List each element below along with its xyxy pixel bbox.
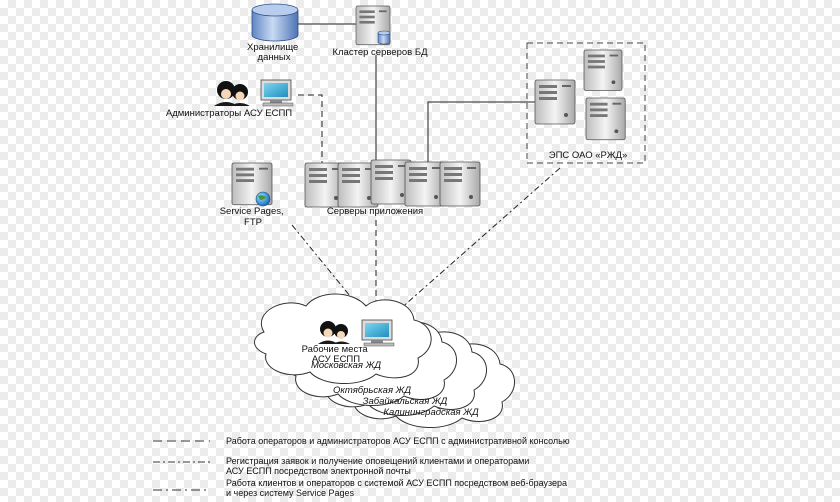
legend-item-1: Работа операторов и администраторов АСУ … xyxy=(226,436,570,446)
app-server-icon-5 xyxy=(439,161,481,207)
workplaces-computer-icon xyxy=(361,319,395,347)
railway-label-october: Октябрьская ЖД xyxy=(333,385,411,396)
db-cluster-label: Кластер серверов БД xyxy=(332,47,428,58)
legend-item-3-line2: и через систему Service Pages xyxy=(226,488,355,498)
railway-clouds xyxy=(254,293,515,429)
eps-server-icon-2 xyxy=(534,79,576,125)
legend-item-2: Регистрация заявок и получение оповещени… xyxy=(226,456,532,476)
cloud-1 xyxy=(254,293,432,385)
legend-item-3-line1: Работа клиентов и операторов с системой … xyxy=(226,478,567,488)
app-servers-label: Серверы приложения xyxy=(327,206,423,217)
db-cluster-server-icon xyxy=(355,5,391,46)
eps-label: ЭПС ОАО «РЖД» xyxy=(549,150,628,161)
service-pages-label-line2: FTP xyxy=(244,217,262,228)
workplaces-label-line1: Рабочие места xyxy=(302,344,369,355)
railway-label-moscow: Московская ЖД xyxy=(311,360,381,371)
admin-console-link xyxy=(298,94,323,168)
app-eps-link xyxy=(427,101,535,168)
storage-label-line2: данных xyxy=(258,52,291,63)
eps-group-box xyxy=(526,42,646,164)
administrators-people-icon xyxy=(214,81,250,106)
app-server-icon-4 xyxy=(404,161,446,207)
workplaces-label: Рабочие места АСУ ЕСПП xyxy=(302,344,371,365)
service-pages-server-icon xyxy=(231,162,273,207)
administrators-computer-icon xyxy=(260,79,294,107)
storage-label: Хранилище данных xyxy=(247,42,301,63)
service-pages-label-line1: Service Pages, xyxy=(220,206,284,217)
eps-server-icon-1 xyxy=(583,49,623,91)
storage-label-line1: Хранилище xyxy=(247,42,298,53)
legend-item-3: Работа клиентов и операторов с системой … xyxy=(226,478,570,498)
legend-item-2-line1: Регистрация заявок и получение оповещени… xyxy=(226,456,529,466)
legend-item-2-line2: АСУ ЕСПП посредством электронной почты xyxy=(226,466,411,476)
storage-cylinder-icon xyxy=(251,3,299,42)
eps-server-icon-3 xyxy=(585,97,626,141)
railway-label-transbaikal: Забайкальская ЖД xyxy=(363,396,448,407)
railway-label-kaliningrad: Калининградская ЖД xyxy=(383,407,479,418)
eps-workplace-link xyxy=(389,167,561,319)
legend: Работа операторов и администраторов АСУ … xyxy=(153,436,570,498)
workplaces-people-icon xyxy=(318,321,350,344)
solid-connections xyxy=(298,23,535,168)
service-pages-label: Service Pages, FTP xyxy=(220,206,287,228)
administrators-label: Администраторы АСУ ЕСПП xyxy=(166,108,292,119)
workplaces-label-line2: АСУ ЕСПП xyxy=(312,354,360,365)
